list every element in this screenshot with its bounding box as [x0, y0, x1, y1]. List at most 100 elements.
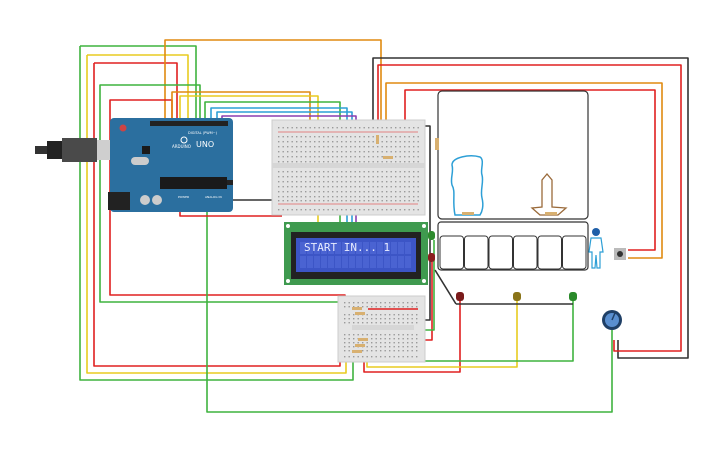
wire-orange[interactable]: [385, 82, 663, 259]
breadboard-hole: [386, 151, 388, 153]
led-green[interactable]: [569, 292, 577, 301]
resistor[interactable]: [358, 338, 368, 341]
led-red[interactable]: [428, 253, 435, 262]
arduino-logo-icon: [180, 136, 188, 144]
breadboard-hole: [407, 314, 409, 316]
breadboard-hole: [332, 146, 334, 148]
resistor[interactable]: [355, 344, 365, 347]
wire-black[interactable]: [372, 57, 689, 359]
breadboard-hole: [323, 196, 325, 198]
breadboard-hole: [363, 127, 365, 129]
breadboard-hole: [327, 186, 329, 188]
breadboard-hole: [371, 314, 373, 316]
breadboard-hole: [350, 127, 352, 129]
lcd-line-1: START IN... 1: [304, 241, 390, 254]
breadboard-hole: [377, 127, 379, 129]
breadboard-hole: [327, 156, 329, 158]
breadboard-hole: [341, 161, 343, 163]
breadboard-hole: [380, 318, 382, 320]
breadboard-hole: [314, 146, 316, 148]
breadboard-hole: [357, 356, 359, 358]
breadboard-hole: [332, 176, 334, 178]
breadboard-hole: [348, 314, 350, 316]
arduino-uno[interactable]: ARDUINO UNO DIGITAL (PWM~) POWER ANALOG …: [108, 118, 233, 212]
pushbutton-icon[interactable]: [614, 248, 626, 260]
breadboard-hole: [371, 356, 373, 358]
breadboard-hole: [408, 176, 410, 178]
breadboard-hole: [354, 156, 356, 158]
breadboard-hole: [404, 186, 406, 188]
breadboard-hole: [296, 146, 298, 148]
breadboard-hole: [384, 302, 386, 304]
breadboard-hole: [353, 334, 355, 336]
breadboard-hole: [318, 156, 320, 158]
breadboard-hole: [323, 146, 325, 148]
breadboard-hole: [287, 141, 289, 143]
wire-red[interactable]: [93, 62, 341, 367]
breadboard-hole: [413, 161, 415, 163]
breadboard-hole: [282, 141, 284, 143]
breadboard-hole: [359, 161, 361, 163]
wire-orange[interactable]: [164, 39, 382, 130]
breadboard-hole: [372, 191, 374, 193]
led-yellow[interactable]: [513, 292, 521, 301]
sensor-panel[interactable]: [435, 90, 589, 271]
breadboard-hole: [291, 196, 293, 198]
led-red[interactable]: [456, 292, 464, 301]
breadboard-hole: [398, 334, 400, 336]
breadboard-hole: [375, 346, 377, 348]
person-icon[interactable]: [588, 228, 604, 269]
breadboard-bottom[interactable]: [337, 295, 426, 363]
breadboard-hole: [384, 338, 386, 340]
wire-yellow[interactable]: [86, 54, 347, 374]
resistor[interactable]: [383, 156, 393, 159]
breadboard-hole: [327, 141, 329, 143]
breadboard-hole: [296, 127, 298, 129]
breadboard-hole: [380, 342, 382, 344]
breadboard-hole: [359, 136, 361, 138]
breadboard-hole: [366, 302, 368, 304]
breadboard-hole: [411, 346, 413, 348]
breadboard-hole: [417, 191, 419, 193]
breadboard-hole: [362, 350, 364, 352]
wire-black[interactable]: [434, 269, 573, 305]
breadboard-hole: [291, 146, 293, 148]
resistor[interactable]: [435, 138, 439, 150]
breadboard-hole: [309, 196, 311, 198]
resistor[interactable]: [352, 350, 362, 353]
breadboard-hole: [323, 151, 325, 153]
lcd-display[interactable]: START IN... 1: [284, 222, 428, 285]
breadboard-hole: [389, 322, 391, 324]
breadboard-hole: [380, 334, 382, 336]
breadboard-hole: [386, 146, 388, 148]
breadboard-hole: [368, 191, 370, 193]
breadboard-hole: [287, 161, 289, 163]
breadboard-hole: [296, 151, 298, 153]
breadboard-hole: [366, 342, 368, 344]
breadboard-top[interactable]: [271, 119, 426, 216]
led-green[interactable]: [428, 231, 435, 240]
breadboard-hole: [296, 141, 298, 143]
potentiometer-icon[interactable]: [602, 310, 622, 330]
breadboard-hole: [417, 176, 419, 178]
resistor[interactable]: [352, 307, 362, 310]
breadboard-hole: [327, 171, 329, 173]
wire-green[interactable]: [206, 210, 613, 413]
breadboard-hole: [345, 156, 347, 158]
breadboard-hole: [318, 171, 320, 173]
breadboard-hole: [282, 151, 284, 153]
breadboard-hole: [411, 314, 413, 316]
breadboard-hole: [345, 141, 347, 143]
breadboard-hole: [416, 338, 418, 340]
breadboard-hole: [417, 196, 419, 198]
breadboard-hole: [413, 171, 415, 173]
breadboard-hole: [336, 146, 338, 148]
breadboard-hole: [305, 146, 307, 148]
breadboard-hole: [354, 176, 356, 178]
breadboard-hole: [389, 334, 391, 336]
wire-red[interactable]: [377, 64, 682, 352]
resistor[interactable]: [376, 135, 379, 144]
resistor[interactable]: [355, 312, 365, 315]
breadboard-hole: [314, 196, 316, 198]
